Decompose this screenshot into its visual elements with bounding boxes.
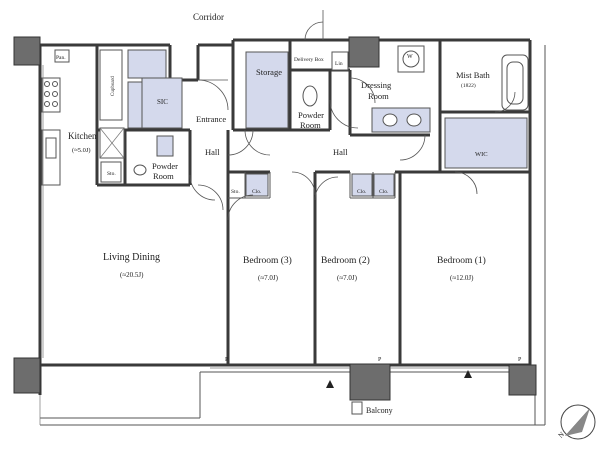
label-powder-room-a: Powder Room <box>152 161 180 181</box>
sic-storage-c <box>127 81 143 129</box>
label-kitchen-area: (≈5.0J) <box>72 147 91 154</box>
label-bedroom3: Bedroom (3) <box>243 255 292 266</box>
label-powder-room-b-line2: Room <box>300 120 321 130</box>
label-dressing-room: Dressing Room <box>361 80 393 101</box>
label-entrance: Entrance <box>196 114 226 124</box>
label-dressing-room-line2: Room <box>368 91 389 101</box>
pillar-bottom-left <box>13 357 41 394</box>
washer <box>397 45 425 73</box>
label-north: N <box>557 430 566 439</box>
label-clo-2: Clo. <box>357 189 367 195</box>
label-clo-3: Clo. <box>379 189 389 195</box>
wic-area <box>444 117 528 169</box>
pillar-top-right-a <box>348 36 380 68</box>
pantry-cabinet <box>54 49 70 63</box>
sic-storage-a <box>127 49 167 79</box>
sic-storage-b <box>141 77 183 129</box>
label-p-left: P <box>225 357 229 363</box>
label-dressing-room-line1: Dressing <box>361 80 392 90</box>
cupboard-unit <box>99 49 123 121</box>
label-powder-room-b-line1: Powder <box>298 110 324 120</box>
label-balcony: Balcony <box>366 406 393 415</box>
label-delivery-box: Delivery Box <box>294 57 324 63</box>
doors <box>189 10 516 221</box>
fixtures <box>41 45 529 415</box>
window-marks <box>42 65 510 369</box>
balcony-outdoor-unit <box>351 401 363 415</box>
toilet-b <box>302 85 318 107</box>
label-mist-bath-size: (1822) <box>461 82 476 89</box>
label-storage-small: Sto. <box>107 171 116 177</box>
balcony-entry-arrow-left <box>326 380 334 388</box>
balcony-entry-arrow-right <box>464 370 472 378</box>
label-bedroom3-area: (≈7.0J) <box>258 274 279 282</box>
balcony-outline <box>39 45 546 426</box>
label-washer: W <box>407 54 413 60</box>
label-living-dining: Living Dining <box>103 252 160 263</box>
label-powder-room-b: Powder Room <box>298 110 326 130</box>
label-linen: Lin <box>335 61 343 67</box>
structural-pillars <box>13 36 537 401</box>
label-p-right: P <box>518 357 522 363</box>
label-hall-a: Hall <box>205 147 220 157</box>
label-powder-room-a-line1: Powder <box>152 161 178 171</box>
closet-bedroom1 <box>373 173 395 197</box>
label-hall-b: Hall <box>333 147 348 157</box>
linen-cabinet <box>331 51 349 71</box>
bathtub <box>501 54 529 111</box>
label-bedroom1-area: (≈12.0J) <box>450 274 474 282</box>
pillar-bottom-right <box>508 364 537 396</box>
label-bedroom2-area: (≈7.0J) <box>337 274 358 282</box>
label-cupboard: Cupboard <box>111 76 116 96</box>
label-corridor: Corridor <box>193 12 224 22</box>
label-storage: Storage <box>256 67 282 77</box>
label-sic: SIC <box>157 98 168 106</box>
label-powder-room-a-line2: Room <box>153 171 174 181</box>
pillar-top-left <box>13 36 41 66</box>
interior-walls <box>95 40 530 365</box>
storage-area <box>245 51 289 129</box>
label-living-dining-area: (≈20.5J) <box>120 271 144 279</box>
label-kitchen: Kitchen <box>68 131 97 141</box>
closet-bedroom2 <box>351 173 373 197</box>
label-sto-1: Sto. <box>231 189 240 195</box>
label-wic: WIC <box>475 151 488 158</box>
kitchen-storage-box <box>100 161 122 183</box>
label-bedroom2: Bedroom (2) <box>321 255 370 266</box>
label-p-mid: P <box>378 357 382 363</box>
pillar-bottom-mid <box>349 363 391 401</box>
closet-bedroom3 <box>245 173 269 197</box>
north-indicator <box>560 404 596 440</box>
room-labels: Corridor Pan. Cupboard SIC Kitchen (≈5.0… <box>56 12 566 440</box>
label-pantry: Pan. <box>56 55 66 61</box>
label-mist-bath: Mist Bath <box>456 70 491 80</box>
label-clo-1: Clo. <box>252 189 262 195</box>
powder-room-a-sink <box>156 135 174 157</box>
label-bedroom1: Bedroom (1) <box>437 255 486 266</box>
exterior-walls <box>38 38 532 395</box>
